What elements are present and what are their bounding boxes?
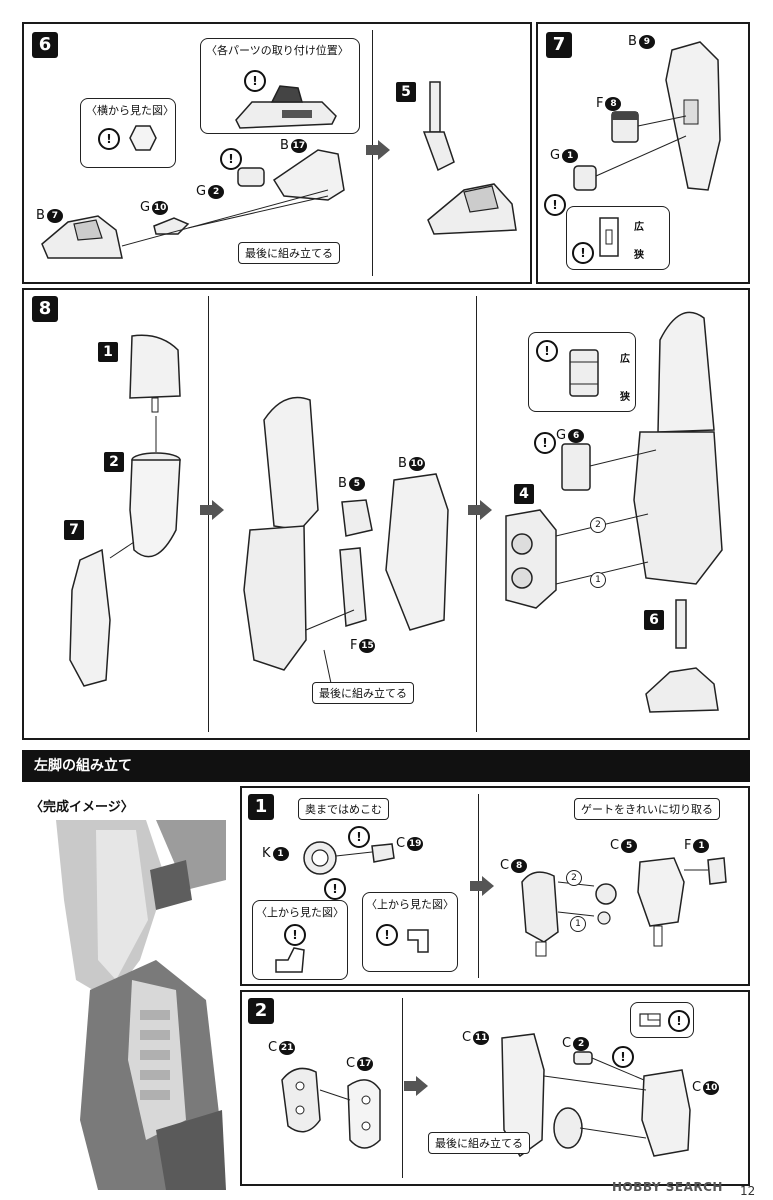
side-view-hex-drawing xyxy=(129,125,157,151)
narrow-label: 狭 xyxy=(634,250,644,261)
complete-image-photo xyxy=(36,820,226,1190)
warning-icon: ! xyxy=(544,194,566,216)
step8-number: 8 xyxy=(32,296,58,322)
assemble-last-note: 最後に組み立てる xyxy=(428,1132,530,1154)
step8-left-drawing xyxy=(69,334,181,687)
left-leg-step1-assembly-drawing xyxy=(521,857,727,957)
warning-icon: ! xyxy=(244,70,266,92)
g6-orientation-drawing xyxy=(569,349,599,397)
warning-icon: ! xyxy=(668,1010,690,1032)
next-step-arrow-head xyxy=(480,500,492,520)
left-leg-banner: 左脚の組み立て xyxy=(22,750,750,782)
next-step-arrow-head xyxy=(482,876,494,896)
warning-icon: ! xyxy=(612,1046,634,1068)
left-leg-step1-number: 1 xyxy=(248,794,274,820)
top-view-caption-b: 〈上から見た図〉 xyxy=(366,898,454,911)
order-marker-1: 1 xyxy=(590,572,606,588)
next-step-arrow xyxy=(470,881,482,891)
substep-2-badge: 2 xyxy=(104,452,124,472)
warning-icon: ! xyxy=(572,242,594,264)
push-all-the-way-note: 奥まではめこむ xyxy=(298,798,389,820)
next-step-arrow-head xyxy=(378,140,390,160)
step6-assembly-drawing xyxy=(41,149,345,259)
top-view-drawing-b xyxy=(407,929,429,953)
next-step-arrow-head xyxy=(212,500,224,520)
mount-position-caption: 〈各パーツの取り付け位置〉 xyxy=(206,44,349,57)
warning-icon: ! xyxy=(376,924,398,946)
next-step-arrow xyxy=(404,1081,416,1091)
step8-right-drawing xyxy=(505,311,723,713)
order-marker-2: 2 xyxy=(590,517,606,533)
assemble-last-note: 最後に組み立てる xyxy=(312,682,414,704)
side-view-callout xyxy=(80,98,176,168)
substep-6-badge: 6 xyxy=(644,610,664,630)
next-step-arrow-head xyxy=(416,1076,428,1096)
warning-icon: ! xyxy=(348,826,370,848)
top-view-caption-a: 〈上から見た図〉 xyxy=(256,906,344,919)
step6-result-drawing xyxy=(422,81,517,235)
warning-icon: ! xyxy=(324,878,346,900)
wide-label: 広 xyxy=(634,222,644,233)
order-marker-1: 1 xyxy=(570,916,586,932)
substep-7-badge: 7 xyxy=(64,520,84,540)
substep-4-badge: 4 xyxy=(514,484,534,504)
step8-middle-drawing xyxy=(243,396,449,689)
left-leg-step2-disc-drawing xyxy=(281,1067,381,1149)
left-leg-step2-number: 2 xyxy=(248,998,274,1024)
next-step-arrow xyxy=(366,145,378,155)
assemble-last-note: 最後に組み立てる xyxy=(238,242,340,264)
left-leg-step2-assembly-drawing xyxy=(501,1033,691,1158)
left-leg-step2-divider xyxy=(402,998,403,1178)
next-step-arrow xyxy=(200,505,212,515)
wide-label: 広 xyxy=(620,354,630,365)
cut-gate-cleanly-note: ゲートをきれいに切り取る xyxy=(574,798,720,820)
top-view-drawing-a xyxy=(275,947,305,973)
warning-icon: ! xyxy=(220,148,242,170)
warning-icon: ! xyxy=(284,924,306,946)
orientation-hint-drawing xyxy=(639,1013,661,1027)
warning-icon: ! xyxy=(534,432,556,454)
complete-image-caption: 〈完成イメージ〉 xyxy=(30,800,134,815)
page-number: 12 xyxy=(740,1184,756,1198)
step6-number: 6 xyxy=(32,32,58,58)
mount-part-drawing xyxy=(235,85,337,129)
substep-5-badge: 5 xyxy=(396,82,416,102)
step7-assembly-drawing xyxy=(573,41,721,191)
next-step-arrow xyxy=(468,505,480,515)
left-leg-step1-parts-drawing xyxy=(303,841,395,875)
narrow-label: 狭 xyxy=(620,392,630,403)
substep-1-badge: 1 xyxy=(98,342,118,362)
hobby-search-watermark: HOBBY SEARCH xyxy=(612,1180,723,1194)
order-marker-2: 2 xyxy=(566,870,582,886)
step7-number: 7 xyxy=(546,32,572,58)
warning-icon: ! xyxy=(98,128,120,150)
orientation-drawing xyxy=(599,217,619,257)
side-view-caption: 〈横から見た図〉 xyxy=(86,104,174,117)
warning-icon: ! xyxy=(536,340,558,362)
